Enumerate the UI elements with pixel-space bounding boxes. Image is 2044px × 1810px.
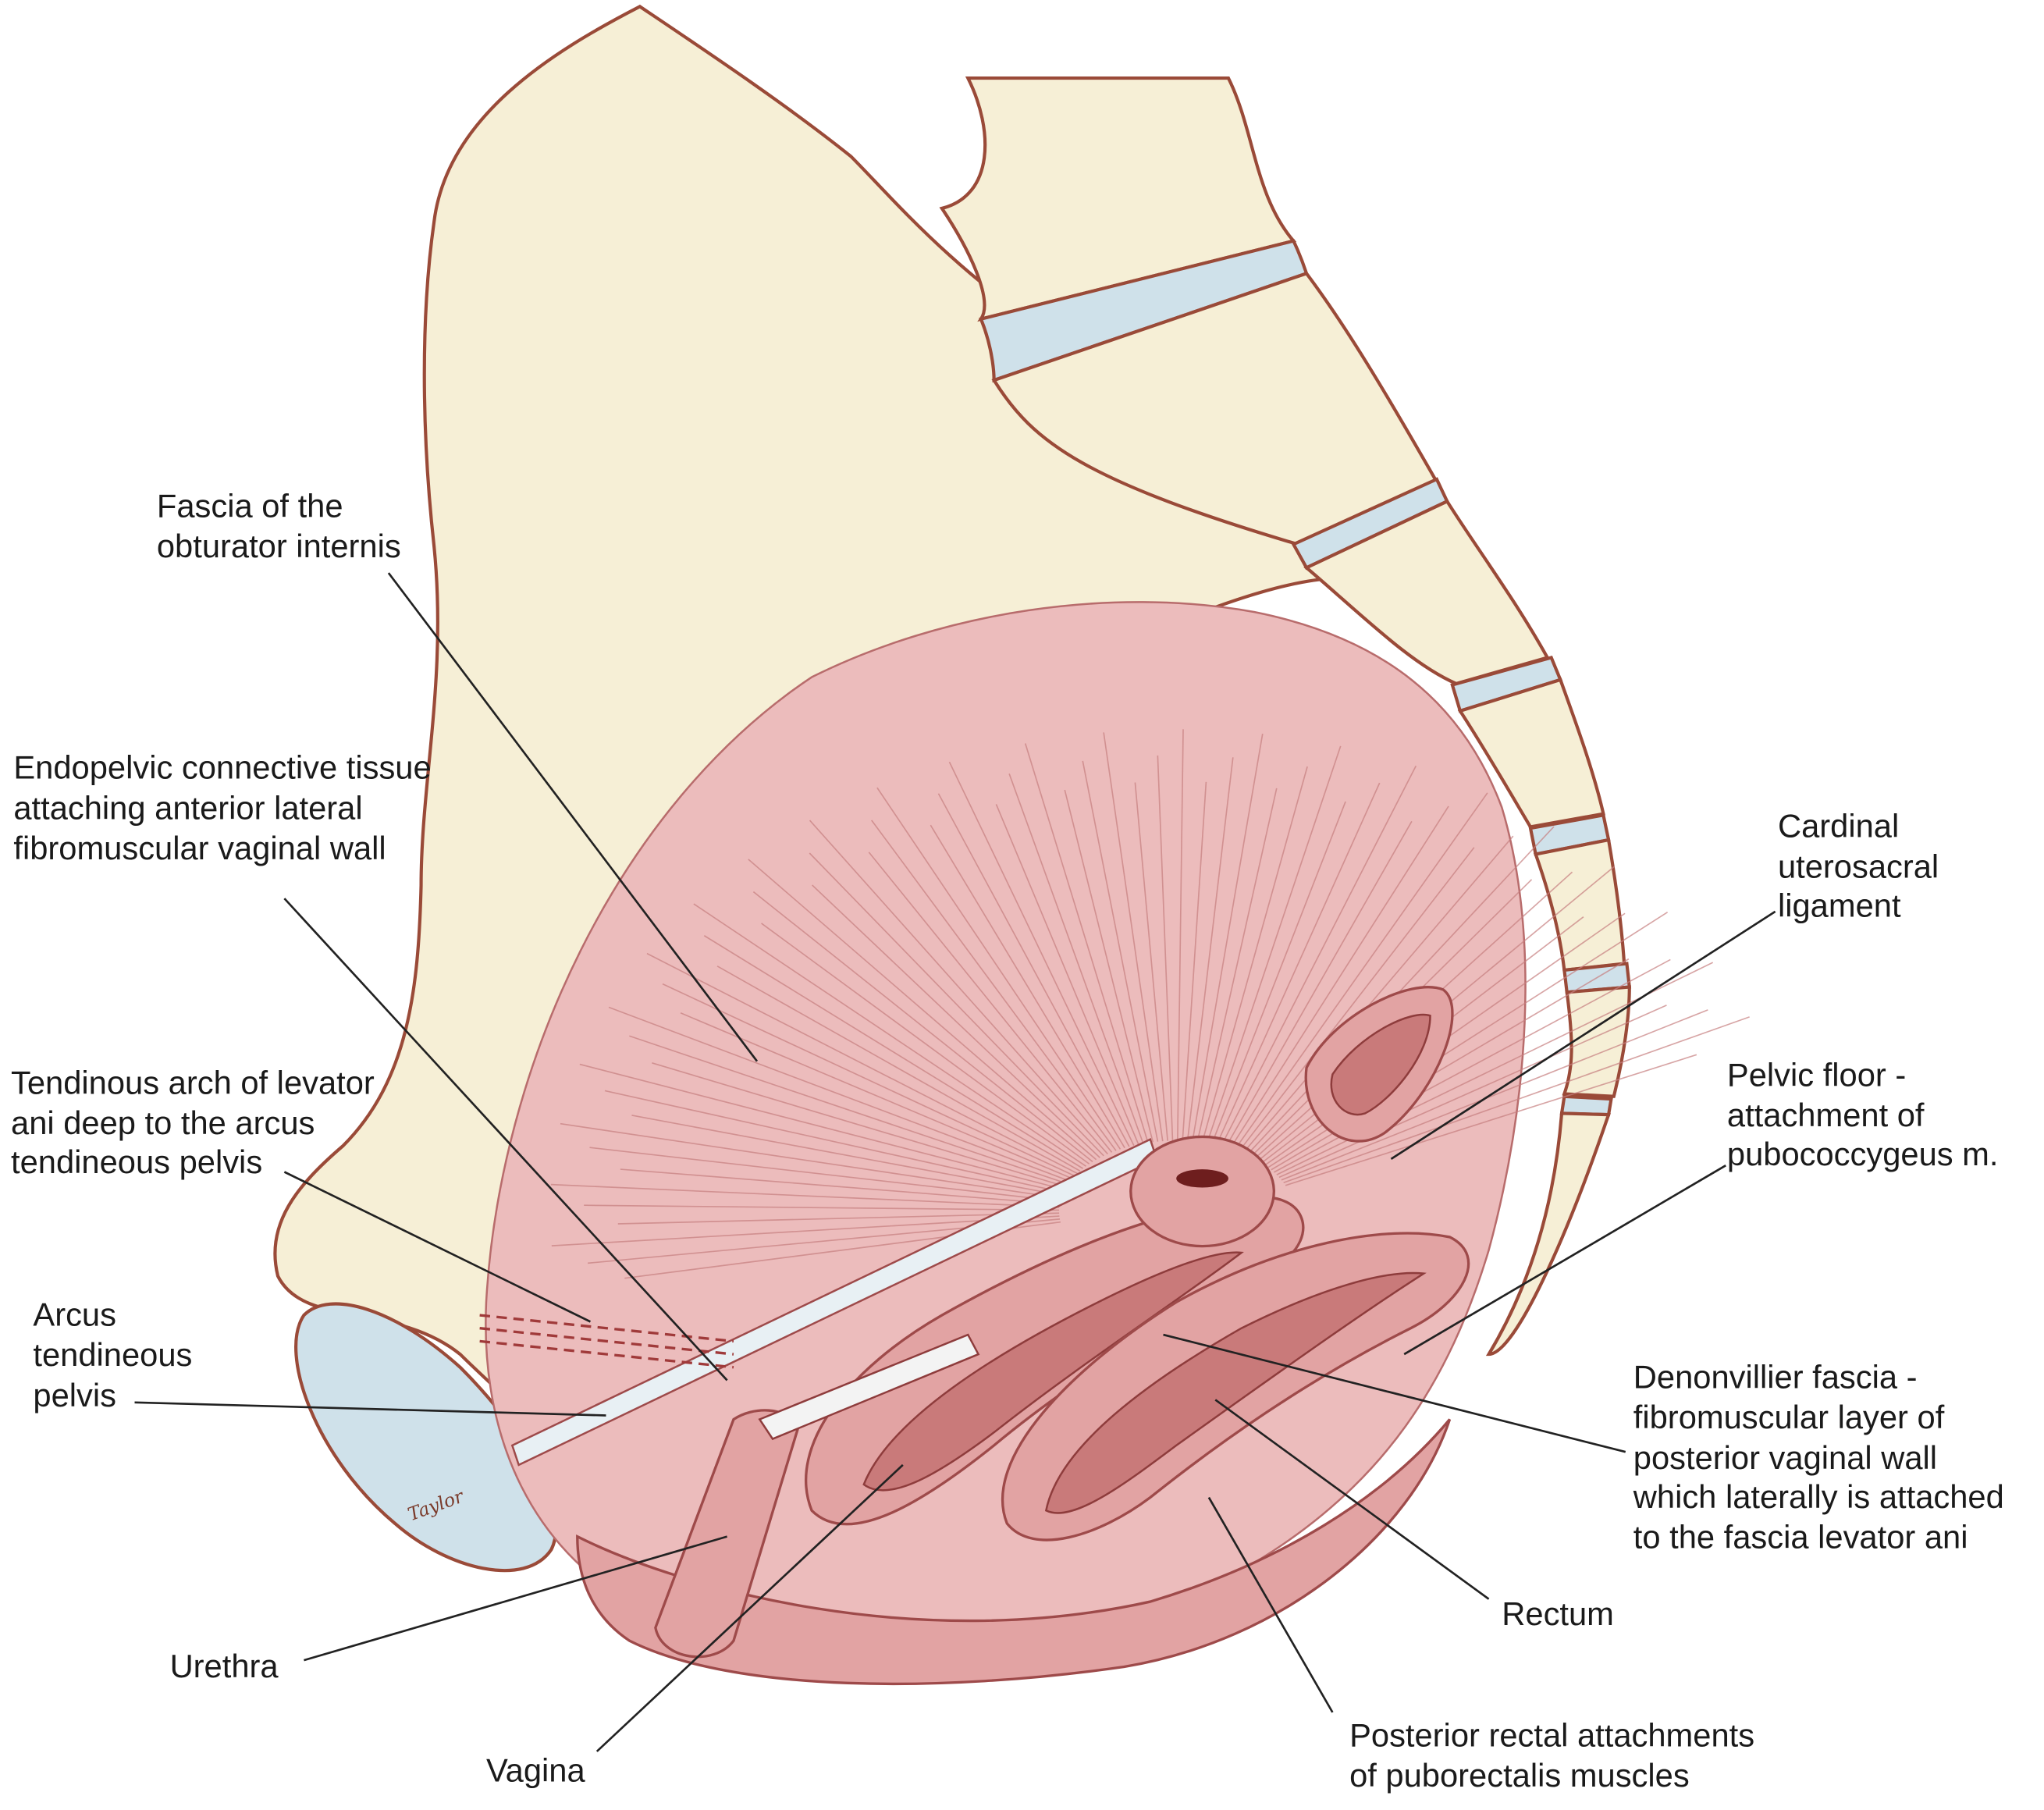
- muscle-fiber: [589, 1147, 1061, 1202]
- muscle-fiber: [716, 965, 1081, 1172]
- label-denonvillier: Denonvillier fascia -fibromuscular layer…: [1633, 1358, 2004, 1555]
- label-urethra: Urethra: [170, 1648, 279, 1684]
- muscle-fiber: [652, 1062, 1067, 1188]
- ischial-cartilage: [294, 1302, 558, 1573]
- muscle-fiber: [871, 820, 1117, 1151]
- muscle-fiber: [1285, 1054, 1697, 1186]
- muscle-fiber: [1134, 782, 1168, 1141]
- muscle-fiber: [680, 1012, 1073, 1179]
- muscle-fiber: [809, 820, 1108, 1155]
- muscle-fiber: [1220, 765, 1417, 1147]
- muscle-fiber: [617, 1212, 1060, 1225]
- muscle-fiber: [1186, 757, 1234, 1141]
- tendinous-arch-dashed: [479, 1314, 734, 1369]
- muscle-fiber: [1182, 781, 1207, 1141]
- pubourethral-strap: [758, 1333, 980, 1441]
- muscle-fiber: [1225, 820, 1413, 1148]
- muscle-fiber: [1082, 760, 1159, 1142]
- muscle-fiber: [1196, 788, 1278, 1143]
- muscle-fiber: [1281, 1009, 1708, 1181]
- muscle-fiber: [1215, 782, 1381, 1146]
- urethra: [654, 1409, 801, 1659]
- muscle-fiber: [693, 903, 1086, 1167]
- muscle-fiber: [662, 983, 1075, 1177]
- muscle-fiber: [1157, 755, 1174, 1141]
- muscle-fiber: [646, 952, 1078, 1175]
- vaginal-lumen: [862, 1251, 1244, 1492]
- muscle-fiber: [1206, 745, 1342, 1143]
- muscle-fiber: [1234, 792, 1488, 1150]
- sacrum-coccyx: [939, 76, 1632, 1357]
- muscle-fiber: [629, 1035, 1068, 1185]
- muscle-fiber: [930, 824, 1125, 1149]
- muscle-fiber: [1210, 801, 1346, 1145]
- muscle-fiber: [560, 1122, 1061, 1200]
- muscle-fiber: [550, 1183, 1060, 1208]
- muscle-fiber: [809, 852, 1104, 1157]
- muscle-fiber: [1177, 729, 1184, 1141]
- muscle-fiber: [1238, 847, 1475, 1152]
- muscle-fiber: [1242, 835, 1514, 1154]
- muscle-fiber: [620, 1168, 1060, 1205]
- cervix: [1129, 1135, 1275, 1248]
- muscle-fiber: [631, 1115, 1062, 1197]
- muscle-fiber: [703, 935, 1083, 1169]
- muscle-fiber: [752, 891, 1093, 1163]
- muscle-fiber: [995, 804, 1139, 1145]
- muscle-fiber: [812, 884, 1100, 1158]
- muscle-fiber: [876, 787, 1122, 1150]
- rectal-lumen: [1044, 1271, 1427, 1514]
- muscle-fiber: [1271, 958, 1630, 1171]
- label-vagina: Vagina: [486, 1751, 586, 1788]
- muscle-fiber: [608, 1006, 1071, 1182]
- muscle-fiber: [1283, 1016, 1750, 1184]
- muscle-fiber: [948, 761, 1135, 1146]
- muscle-fiber: [1229, 805, 1449, 1149]
- muscle-fiber: [868, 852, 1113, 1153]
- leader-lines: [134, 572, 1776, 1752]
- muscle-fiber: [1024, 743, 1149, 1143]
- muscle-fiber: [1201, 766, 1308, 1143]
- muscle-fiber: [1278, 1005, 1667, 1179]
- muscle-fiber: [579, 1063, 1065, 1190]
- muscle-fiber: [761, 923, 1090, 1165]
- muscle-fiber: [551, 1215, 1060, 1246]
- muscle-fiber: [1192, 734, 1264, 1142]
- stump-lumen: [1330, 1013, 1431, 1116]
- muscle-fiber: [1103, 732, 1164, 1142]
- muscle-fiber: [584, 1204, 1060, 1211]
- muscle-fiber: [604, 1090, 1064, 1193]
- muscle-fiber: [748, 859, 1097, 1161]
- label-rectum: Rectum: [1502, 1595, 1614, 1632]
- cervical-os: [1176, 1169, 1228, 1188]
- muscle-fiber: [1008, 773, 1144, 1144]
- muscle-fiber: [1064, 789, 1154, 1143]
- muscle-fiber: [937, 793, 1130, 1147]
